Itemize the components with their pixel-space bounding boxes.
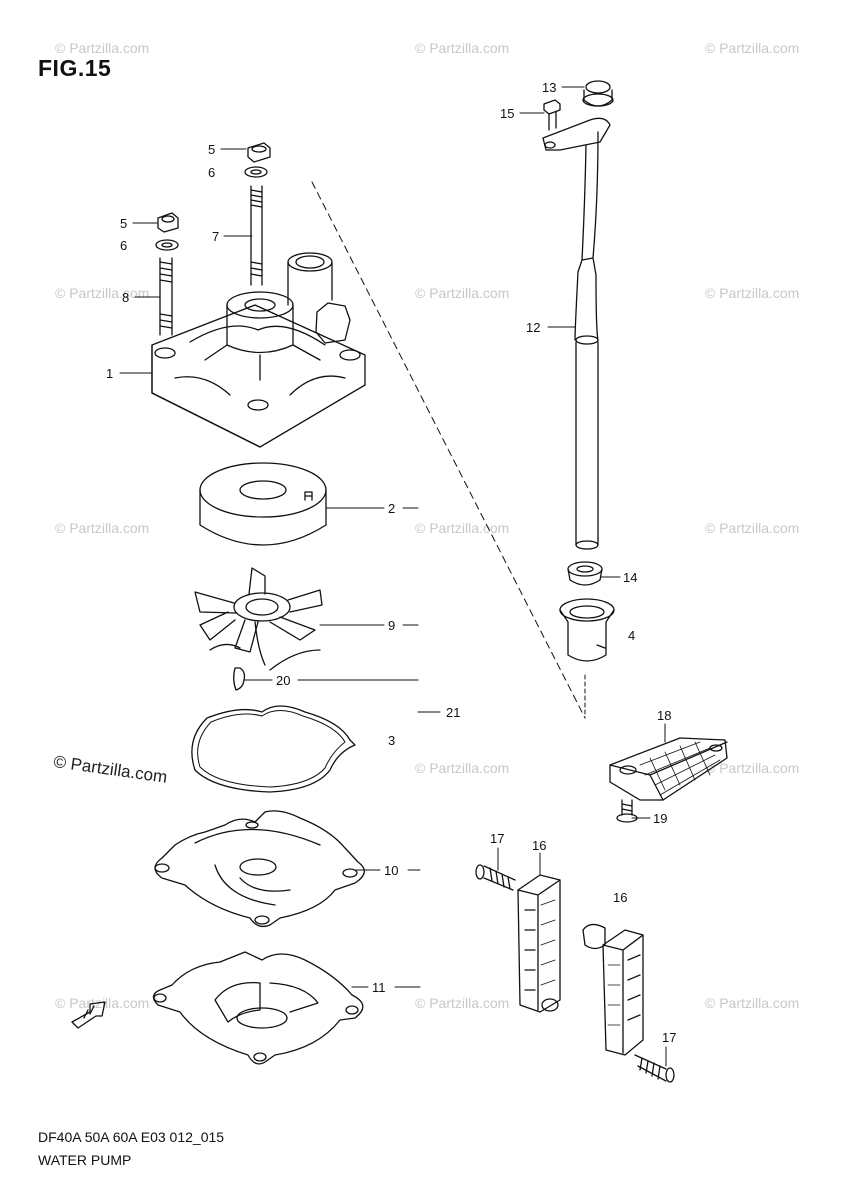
seal-4 — [559, 598, 615, 662]
washer-upper — [244, 166, 268, 178]
callout-6: 6 — [120, 238, 127, 253]
screw-19 — [616, 799, 638, 823]
callout-17: 17 — [662, 1030, 676, 1045]
gasket — [191, 705, 356, 793]
callout-14: 14 — [623, 570, 637, 585]
watermark: © Partzilla.com — [415, 285, 510, 301]
leader-lines — [119, 86, 667, 1067]
callout-19: 19 — [653, 811, 667, 826]
stud-8 — [159, 257, 173, 336]
callout-16: 16 — [613, 890, 627, 905]
strainer — [609, 737, 728, 801]
key — [233, 667, 246, 691]
callout-5: 5 — [120, 216, 127, 231]
alignment-dashed-line — [311, 181, 586, 719]
fwd-arrow-icon — [71, 1001, 106, 1029]
screen-left — [517, 874, 561, 1013]
pump-case — [151, 252, 366, 448]
impeller — [194, 567, 323, 671]
tube-cap — [582, 80, 614, 107]
callout-labels: 5 6 7 5 6 8 1 2 9 20 21 3 10 11 13 15 12… — [106, 80, 676, 1045]
callout-11: 11 — [372, 980, 386, 995]
callout-18: 18 — [657, 708, 671, 723]
figure-code: DF40A 50A 60A E03 012_015 — [38, 1129, 225, 1145]
water-tube — [574, 131, 599, 550]
figure-name: WATER PUMP — [38, 1152, 132, 1168]
callout-20: 20 — [276, 673, 290, 688]
callout-3: 3 — [388, 733, 395, 748]
watermark: © Partzilla.com — [705, 520, 800, 536]
watermark: © Partzilla.com — [415, 520, 510, 536]
impeller-housing — [199, 462, 327, 546]
nut-upper — [247, 142, 271, 163]
washer-left — [155, 239, 179, 251]
figure-title: FIG.15 — [38, 55, 112, 81]
watermark: © Partzilla.com — [55, 520, 150, 536]
callout-17: 17 — [490, 831, 504, 846]
gasket-11 — [152, 951, 364, 1065]
screw-17-lower — [634, 1054, 675, 1083]
watermark: © Partzilla.com — [705, 40, 800, 56]
callout-15: 15 — [500, 106, 514, 121]
watermark: © Partzilla.com — [415, 760, 510, 776]
callout-6: 6 — [208, 165, 215, 180]
watermark: © Partzilla.com — [415, 40, 510, 56]
callout-12: 12 — [526, 320, 540, 335]
plate-10 — [154, 810, 365, 928]
callout-4: 4 — [628, 628, 635, 643]
stud-7 — [250, 185, 263, 286]
callout-2: 2 — [388, 501, 395, 516]
callout-7: 7 — [212, 229, 219, 244]
screw-17-upper — [475, 864, 516, 891]
callout-9: 9 — [388, 618, 395, 633]
callout-5: 5 — [208, 142, 215, 157]
watermark: © Partzilla.com — [55, 285, 150, 301]
callout-1: 1 — [106, 366, 113, 381]
watermark: © Partzilla.com — [705, 285, 800, 301]
grommet — [567, 561, 603, 586]
watermark: © Partzilla.com — [55, 40, 150, 56]
bolt-15 — [543, 99, 561, 131]
callout-8: 8 — [122, 290, 129, 305]
watermark: © Partzilla.com — [705, 995, 800, 1011]
watermark: © Partzilla.com — [415, 995, 510, 1011]
callout-10: 10 — [384, 863, 398, 878]
nut-left — [157, 212, 179, 233]
tube-bracket — [542, 117, 611, 151]
callout-21: 21 — [446, 705, 460, 720]
callout-13: 13 — [542, 80, 556, 95]
screen-right — [582, 923, 644, 1056]
callout-16: 16 — [532, 838, 546, 853]
watermark: © Partzilla.com — [705, 760, 800, 776]
